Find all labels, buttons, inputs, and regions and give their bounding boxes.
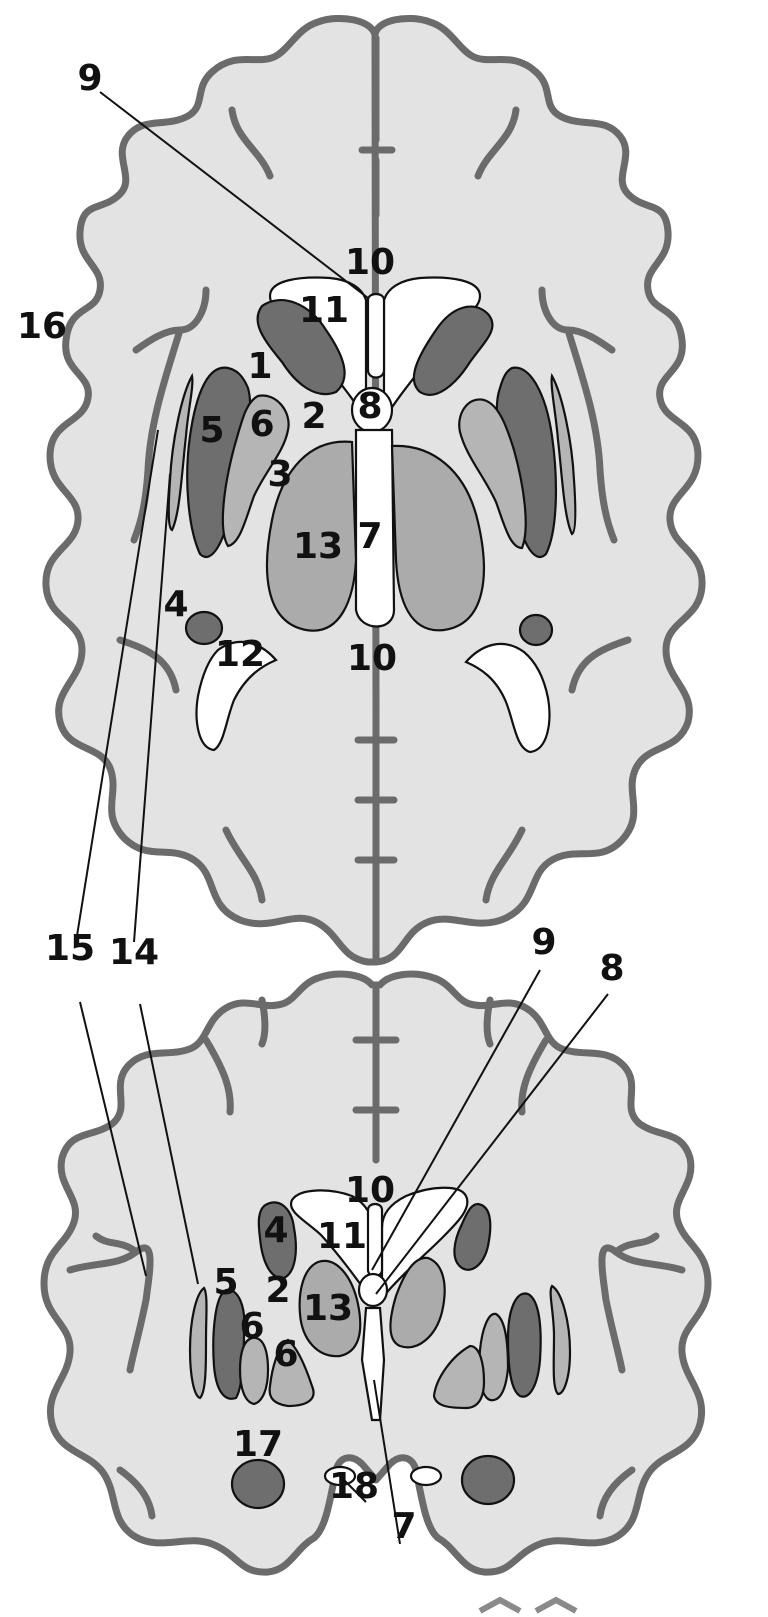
left-claustrum (167, 372, 194, 532)
leader-15-top (75, 429, 159, 943)
lower-right-globus-pallidus-b (432, 1344, 486, 1410)
right-caudate-tail (518, 613, 554, 647)
lower-left-claustrum (188, 1286, 208, 1400)
left-putamen (186, 366, 252, 558)
label-top-10-posterior: 10 (347, 638, 397, 679)
right-putamen (495, 366, 558, 558)
label-15: 15 (45, 928, 95, 969)
label-top-11: 11 (299, 290, 349, 331)
leader-bottom-9 (371, 969, 541, 1271)
label-bottom-6a: 6 (239, 1306, 264, 1347)
label-bottom-17: 17 (233, 1424, 283, 1465)
right-globus-pallidus (458, 398, 527, 550)
right-posterior-horn (464, 642, 551, 754)
label-top-5: 5 (199, 410, 224, 451)
lower-interhemispheric-fissure (352, 986, 400, 1164)
lower-right-small-structure (409, 1465, 443, 1487)
third-ventricle (354, 428, 396, 628)
leader-top-9 (99, 91, 369, 299)
label-bottom-11: 11 (317, 1216, 367, 1257)
left-caudate-head (256, 298, 346, 396)
septum-pellucidum (366, 292, 386, 379)
lower-left-globus-pallidus-b (268, 1338, 315, 1408)
leader-14-top (133, 473, 171, 943)
left-posterior-horn (195, 640, 278, 752)
lower-right-lateral-sulcus (598, 1232, 686, 1374)
left-caudate-tail (184, 610, 224, 646)
lower-right-putamen (506, 1292, 542, 1398)
top-labels: 9 10 11 16 1 8 2 5 6 3 7 13 4 12 10 (17, 58, 397, 679)
upper-minor-sulci (116, 106, 632, 904)
lower-left-putamen (212, 1288, 246, 1400)
lower-right-globus-pallidus-a (478, 1312, 510, 1402)
lower-brain-section (40, 970, 712, 1576)
label-bottom-7: 7 (391, 1506, 416, 1547)
upper-brain-section (42, 14, 706, 966)
lower-right-thalamus (389, 1256, 446, 1349)
label-bottom-8: 8 (599, 948, 624, 989)
label-top-2: 2 (301, 396, 326, 437)
right-thalamus (390, 444, 485, 632)
label-bottom-2: 2 (265, 1270, 290, 1311)
leader-bottom-8 (375, 993, 609, 1295)
lower-minor-sulci (116, 996, 636, 1520)
left-lateral-sulcus (130, 286, 210, 544)
label-bottom-13: 13 (303, 1288, 353, 1329)
label-bottom-4: 4 (263, 1210, 288, 1251)
left-globus-pallidus (221, 394, 290, 548)
label-bottom-5: 5 (213, 1262, 238, 1303)
label-top-13: 13 (293, 526, 343, 567)
label-bottom-18: 18 (329, 1466, 379, 1507)
label-14: 14 (109, 932, 159, 973)
leader-lines (75, 91, 609, 1545)
label-top-1: 1 (247, 346, 272, 387)
right-claustrum (550, 372, 577, 536)
lower-fornix (357, 1272, 389, 1308)
lower-right-amygdala (460, 1454, 516, 1506)
page-bottom-fragment (478, 1596, 578, 1614)
label-top-9: 9 (77, 58, 102, 99)
leader-15-bottom (79, 1001, 147, 1277)
label-top-7: 7 (357, 516, 382, 557)
lower-left-thalamus (298, 1259, 362, 1358)
leader-bottom-18 (339, 1475, 367, 1503)
lower-left-amygdala (230, 1458, 286, 1510)
upper-anterior-fissure (358, 34, 396, 219)
upper-posterior-fissure (354, 706, 398, 952)
shared-labels: 15 14 (45, 928, 159, 973)
label-top-16: 16 (17, 306, 67, 347)
lower-left-caudate (257, 1201, 297, 1280)
label-top-10-anterior: 10 (345, 242, 395, 283)
label-top-8: 8 (357, 386, 382, 427)
leader-14-bottom (139, 1003, 199, 1285)
leader-bottom-7 (373, 1379, 401, 1545)
label-bottom-6b: 6 (273, 1334, 298, 1375)
label-bottom-10: 10 (345, 1170, 395, 1211)
lower-left-lateral-sulcus (66, 1232, 154, 1374)
right-caudate-head (412, 305, 494, 396)
lower-left-globus-pallidus-a (238, 1336, 270, 1406)
label-top-4: 4 (163, 584, 188, 625)
label-top-12: 12 (215, 634, 265, 675)
label-top-3: 3 (267, 454, 292, 495)
label-top-6: 6 (249, 404, 274, 445)
left-thalamus (265, 440, 358, 632)
lower-right-caudate (453, 1202, 492, 1271)
right-lateral-sulcus (538, 286, 618, 544)
lower-right-claustrum (549, 1284, 572, 1396)
bottom-labels: 9 8 10 4 11 2 5 13 6 6 17 18 7 (213, 922, 624, 1547)
label-bottom-9: 9 (531, 922, 556, 963)
